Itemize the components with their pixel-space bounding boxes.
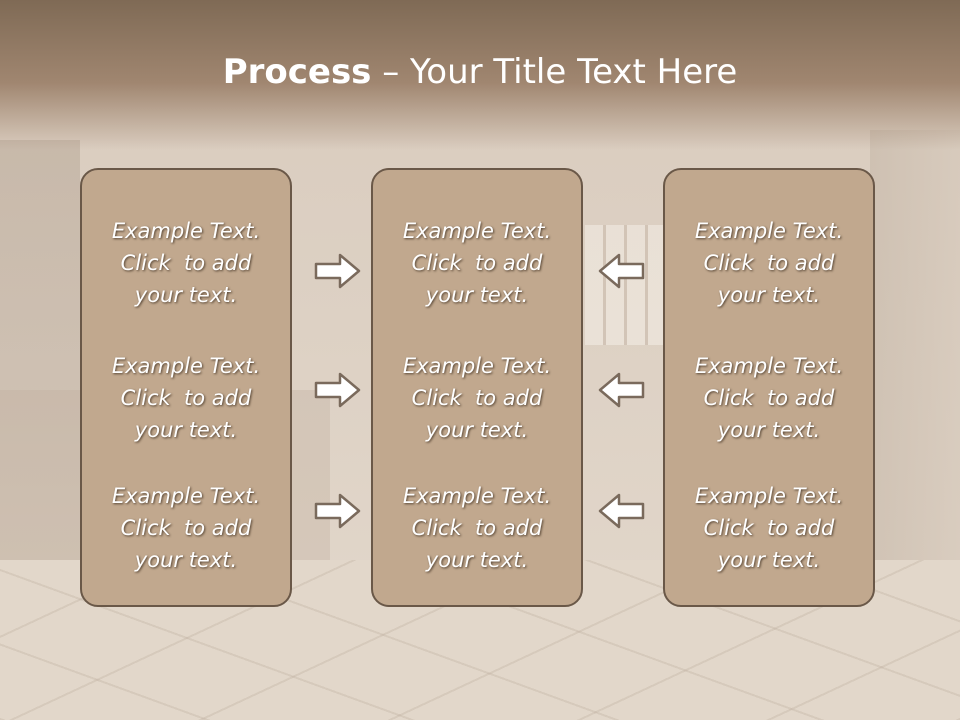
text-block[interactable]: Example Text. Click to add your text.	[373, 215, 581, 311]
text-line: Example Text.	[402, 354, 552, 378]
left-arrow-icon[interactable]	[597, 492, 645, 530]
text-block[interactable]: Example Text. Click to add your text.	[665, 480, 873, 576]
text-line: Example Text.	[694, 354, 844, 378]
left-arrow-icon[interactable]	[597, 252, 645, 290]
text-line: your text.	[425, 548, 529, 572]
text-line: Example Text.	[402, 219, 552, 243]
text-line: Click to add	[411, 516, 543, 540]
right-arrow-icon[interactable]	[314, 371, 362, 409]
text-line: your text.	[717, 283, 821, 307]
text-box-right[interactable]: Example Text. Click to add your text. Ex…	[663, 168, 875, 607]
text-line: Click to add	[411, 386, 543, 410]
text-line: your text.	[134, 283, 238, 307]
text-line: Example Text.	[694, 484, 844, 508]
text-line: your text.	[425, 418, 529, 442]
title-bold: Process	[222, 52, 372, 92]
right-arrow-icon[interactable]	[314, 492, 362, 530]
text-line: Click to add	[120, 386, 252, 410]
text-line: Click to add	[703, 251, 835, 275]
text-line: Example Text.	[694, 219, 844, 243]
text-line: your text.	[717, 548, 821, 572]
text-block[interactable]: Example Text. Click to add your text.	[82, 480, 290, 576]
background-cabinet	[0, 140, 80, 580]
text-line: your text.	[717, 418, 821, 442]
text-line: Click to add	[411, 251, 543, 275]
text-line: your text.	[425, 283, 529, 307]
text-block[interactable]: Example Text. Click to add your text.	[665, 215, 873, 311]
text-box-middle[interactable]: Example Text. Click to add your text. Ex…	[371, 168, 583, 607]
title-rest: – Your Title Text Here	[371, 52, 738, 92]
text-line: Click to add	[703, 386, 835, 410]
text-box-left[interactable]: Example Text. Click to add your text. Ex…	[80, 168, 292, 607]
text-line: your text.	[134, 548, 238, 572]
text-block[interactable]: Example Text. Click to add your text.	[665, 350, 873, 446]
text-line: Example Text.	[111, 219, 261, 243]
text-line: Click to add	[120, 251, 252, 275]
text-line: Example Text.	[402, 484, 552, 508]
text-block[interactable]: Example Text. Click to add your text.	[373, 350, 581, 446]
text-line: your text.	[134, 418, 238, 442]
right-arrow-icon[interactable]	[314, 252, 362, 290]
slide-title[interactable]: Process – Your Title Text Here	[0, 52, 960, 92]
title-band	[0, 0, 960, 150]
text-line: Example Text.	[111, 484, 261, 508]
text-line: Example Text.	[111, 354, 261, 378]
background-window	[585, 225, 665, 345]
text-block[interactable]: Example Text. Click to add your text.	[82, 350, 290, 446]
text-block[interactable]: Example Text. Click to add your text.	[82, 215, 290, 311]
text-line: Click to add	[703, 516, 835, 540]
text-block[interactable]: Example Text. Click to add your text.	[373, 480, 581, 576]
left-arrow-icon[interactable]	[597, 371, 645, 409]
text-line: Click to add	[120, 516, 252, 540]
